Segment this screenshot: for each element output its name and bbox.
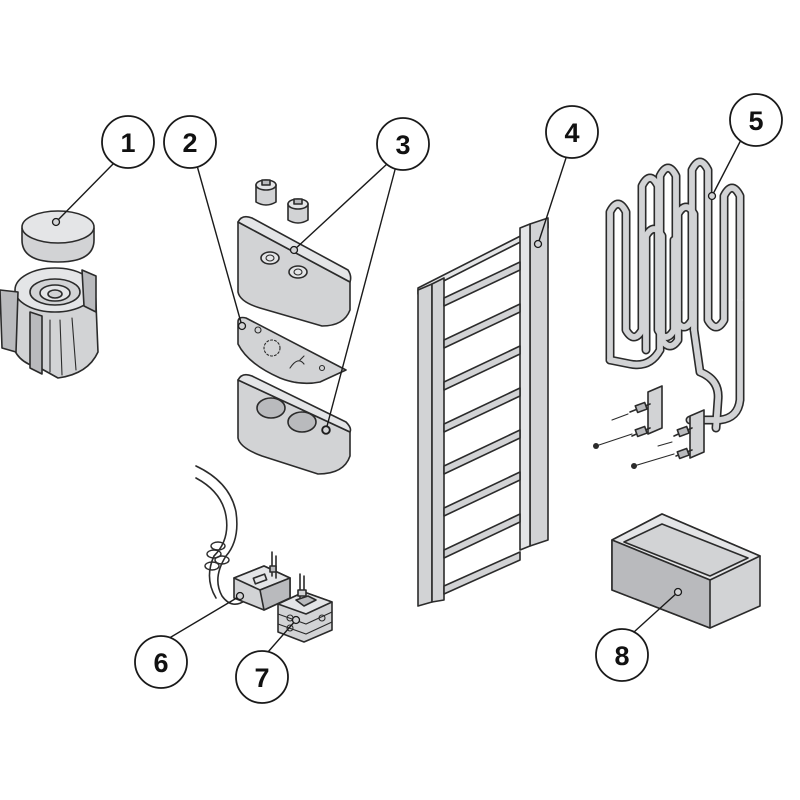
callout-5: 5	[729, 93, 783, 147]
part-6-thermostat	[195, 465, 291, 611]
callout-8: 8	[595, 628, 649, 682]
part-2-control-plate	[237, 316, 347, 385]
callout-4: 4	[545, 105, 599, 159]
callout-2-label: 2	[182, 128, 197, 158]
panel-slats	[443, 261, 521, 595]
callout-3-label: 3	[395, 130, 410, 160]
callout-1-label: 1	[120, 128, 135, 158]
callout-3: 3	[376, 117, 430, 171]
element-terminals	[593, 401, 693, 469]
part-5-heating-elements	[593, 157, 745, 469]
callout-8-label: 8	[614, 641, 629, 671]
callout-7: 7	[235, 650, 289, 704]
callout-1: 1	[101, 115, 155, 169]
callout-6: 6	[134, 635, 188, 689]
callout-6-label: 6	[153, 648, 168, 678]
callout-2: 2	[163, 115, 217, 169]
callout-5-label: 5	[748, 106, 763, 136]
leader-lines	[55, 137, 743, 653]
part-8-tray	[611, 513, 761, 629]
part-7-rotary-switch	[277, 573, 333, 643]
callout-7-label: 7	[254, 663, 269, 693]
part-4-panel-frame	[417, 217, 549, 607]
leader-anchors	[51, 191, 717, 625]
part-1-knob-assembly	[0, 210, 99, 379]
callout-4-label: 4	[564, 118, 579, 148]
